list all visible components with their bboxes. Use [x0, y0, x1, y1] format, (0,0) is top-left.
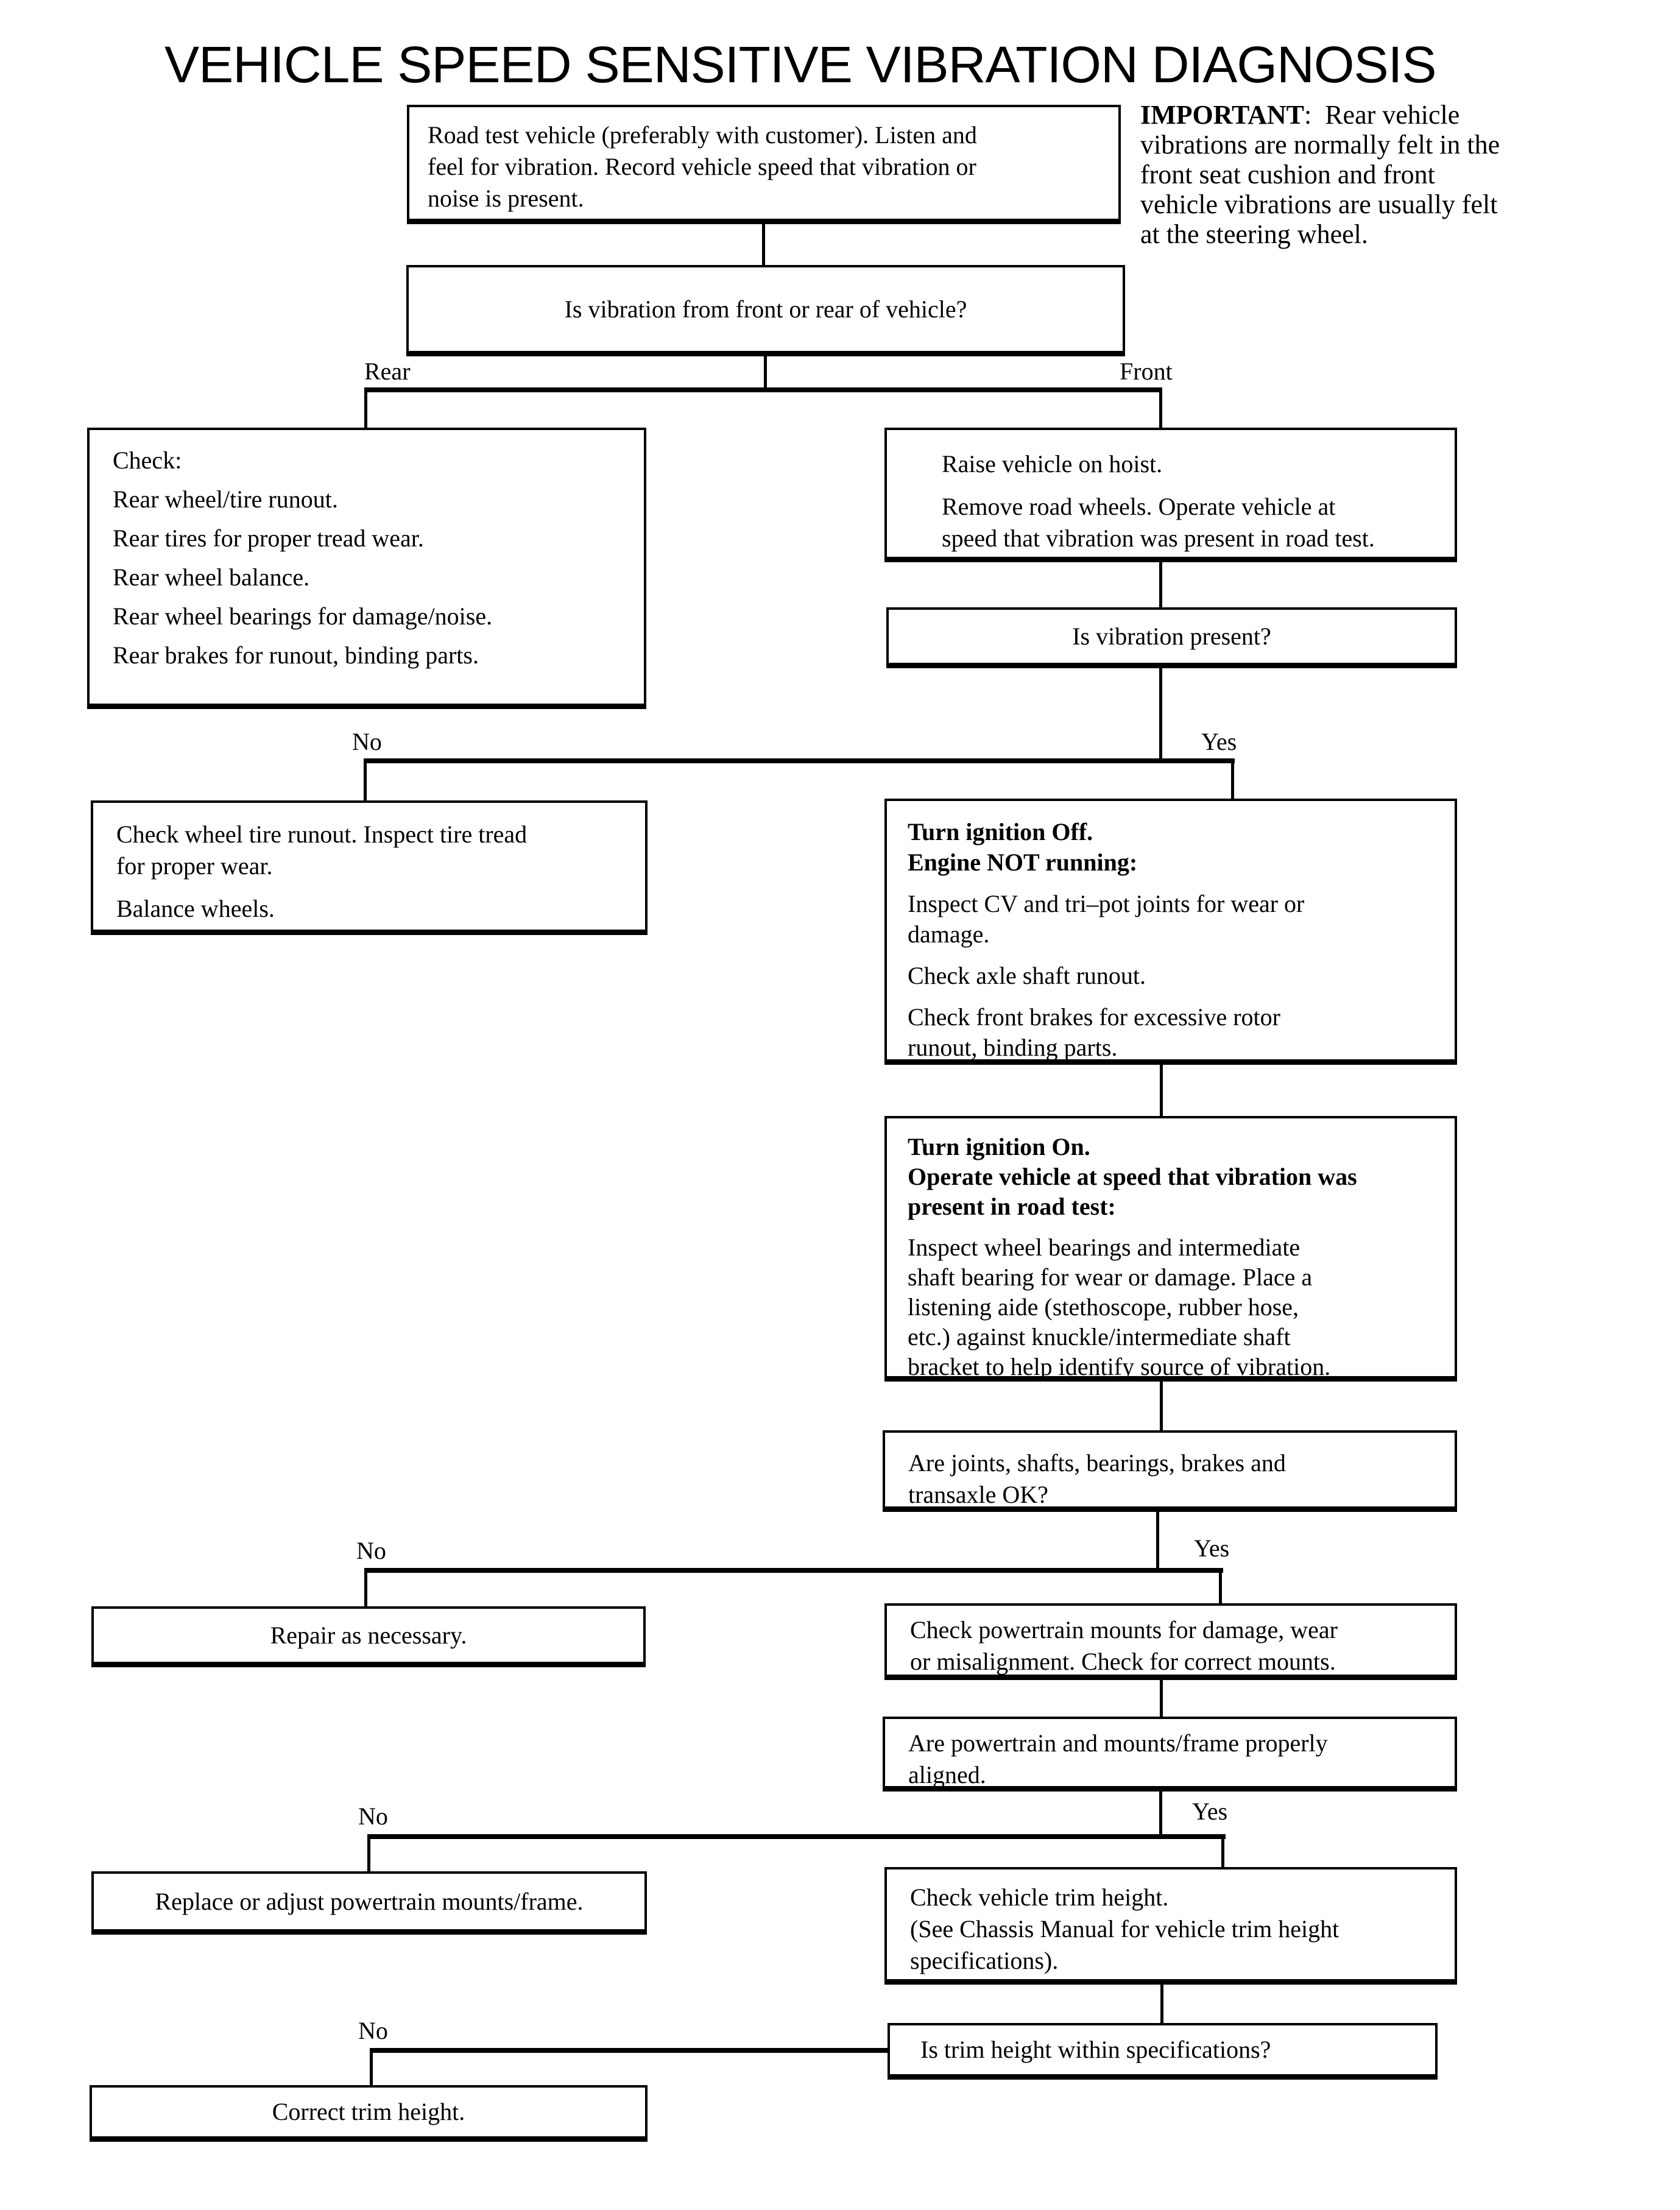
branch-no-yes-3-horizontal — [367, 1834, 1226, 1839]
branch-no-yes-2-horizontal — [364, 1568, 1223, 1573]
connector-no1-down — [364, 763, 367, 802]
connector-front-down — [1159, 392, 1162, 429]
connector-ignoff-to-ignon — [1160, 1064, 1163, 1117]
decision-trim-within-specs: Is trim height within specifications? — [888, 2023, 1438, 2080]
label-rear: Rear — [364, 358, 411, 385]
connector-aligned-down — [1159, 1790, 1162, 1837]
connector-no4-down — [370, 2053, 373, 2086]
connector-frontrear-down — [764, 356, 767, 392]
decision-mounts-aligned: Are powertrain and mounts/frame properly… — [883, 1717, 1457, 1792]
connector-no2-down — [364, 1573, 367, 1608]
node-repair-as-necessary: Repair as necessary. — [91, 1606, 646, 1667]
label-yes-2: Yes — [1194, 1534, 1230, 1562]
connector-yes3-down — [1221, 1839, 1224, 1868]
label-no-2: No — [356, 1537, 386, 1564]
connector-rear-down — [364, 392, 367, 429]
decision-vibration-present: Is vibration present? — [886, 607, 1457, 668]
branch-no-yes-1-horizontal — [364, 758, 1235, 763]
connector-joints-down — [1156, 1510, 1159, 1570]
branch-no-4-horizontal — [370, 2048, 889, 2053]
node-check-powertrain-mounts: Check powertrain mounts for damage, wear… — [884, 1603, 1457, 1680]
important-note: IMPORTANT: Rear vehicle vibrations are n… — [1140, 100, 1500, 249]
connector-yes1-down — [1231, 763, 1234, 801]
node-ignition-off: Turn ignition Off. Engine NOT running: I… — [884, 799, 1457, 1065]
decision-joints-ok: Are joints, shafts, bearings, brakes and… — [883, 1430, 1457, 1512]
label-yes-1: Yes — [1201, 728, 1237, 755]
label-front: Front — [1120, 358, 1173, 385]
decision-front-or-rear: Is vibration from front or rear of vehic… — [406, 265, 1125, 356]
label-yes-3: Yes — [1192, 1798, 1228, 1825]
important-label: IMPORTANT — [1140, 100, 1304, 130]
node-check-wheel-tire: Check wheel tire runout. Inspect tire tr… — [91, 800, 648, 935]
node-correct-trim-height: Correct trim height. — [90, 2085, 648, 2142]
connector-trim-to-trimspec — [1160, 1983, 1163, 2024]
node-check-rear-items: Check: Rear wheel/tire runout. Rear tire… — [87, 428, 646, 709]
label-no-1: No — [352, 728, 382, 755]
label-no-3: No — [358, 1802, 388, 1830]
label-no-4: No — [358, 2017, 388, 2044]
connector-hoist-to-vibpresent — [1159, 561, 1162, 609]
connector-vibpresent-down — [1159, 667, 1162, 762]
node-raise-hoist: Raise vehicle on hoist. Remove road whee… — [884, 428, 1457, 562]
node-check-trim-height: Check vehicle trim height. (See Chassis … — [884, 1867, 1457, 1985]
connector-no3-down — [367, 1839, 370, 1873]
connector-roadtest-to-frontrear — [762, 224, 765, 265]
connector-ignon-to-joints — [1160, 1380, 1163, 1432]
node-replace-adjust-mounts: Replace or adjust powertrain mounts/fram… — [91, 1871, 647, 1935]
page-title: VEHICLE SPEED SENSITIVE VIBRATION DIAGNO… — [164, 36, 1437, 93]
node-road-test: Road test vehicle (preferably with custo… — [407, 105, 1121, 224]
connector-yes2-down — [1219, 1573, 1222, 1605]
node-ignition-on: Turn ignition On. Operate vehicle at spe… — [884, 1116, 1457, 1382]
connector-mounts-to-aligned — [1160, 1679, 1163, 1718]
branch-rear-front-horizontal — [364, 387, 1162, 392]
